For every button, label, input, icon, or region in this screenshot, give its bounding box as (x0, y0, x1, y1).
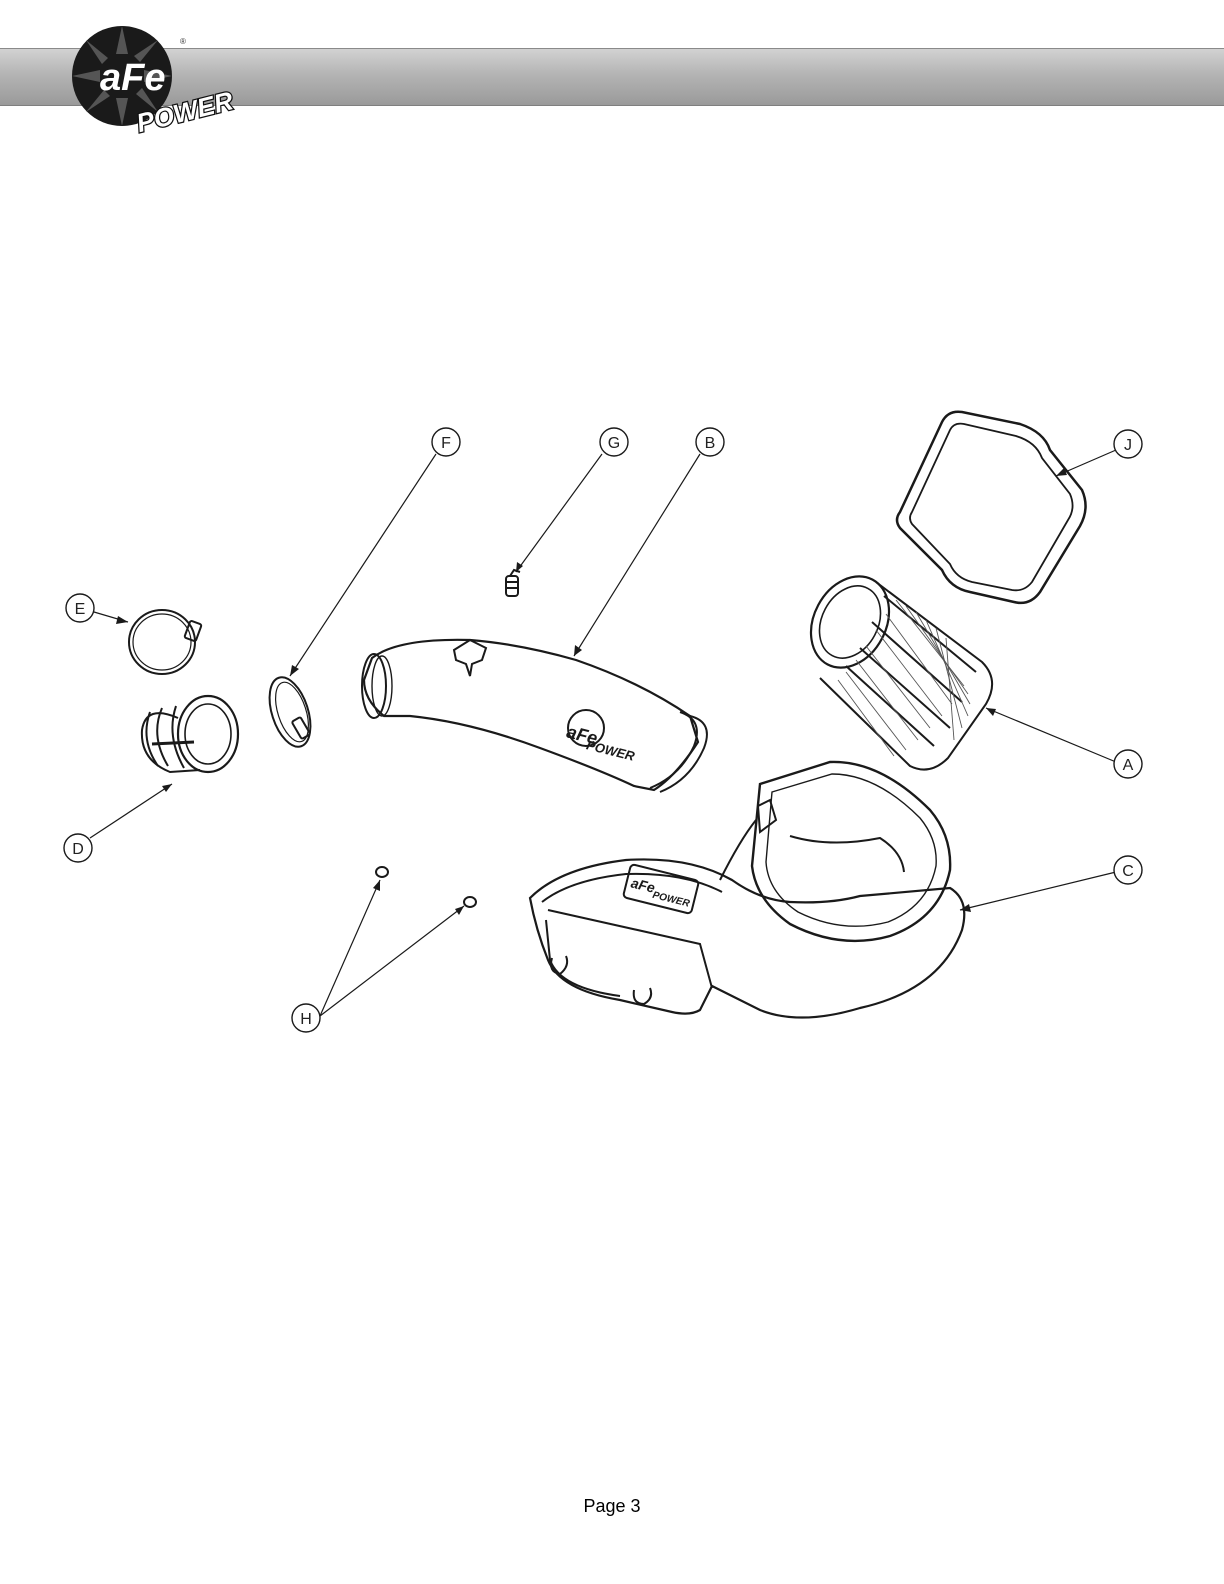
leader-lines (89, 449, 1117, 1017)
part-j-seal-frame (895, 410, 1087, 605)
svg-text:®: ® (180, 37, 186, 46)
svg-text:POWER: POWER (585, 737, 637, 764)
callout-h: H (291, 1003, 321, 1033)
callout-d: D (63, 833, 93, 863)
svg-text:B: B (705, 435, 716, 452)
callout-f: F (431, 427, 461, 457)
svg-text:D: D (72, 841, 84, 858)
callout-c: C (1113, 855, 1143, 885)
callout-j: J (1113, 429, 1143, 459)
svg-text:aFe: aFe (100, 57, 165, 99)
callout-a: A (1113, 749, 1143, 779)
afe-power-logo: aFe ® POWER (72, 26, 237, 134)
svg-text:E: E (75, 601, 86, 618)
svg-text:C: C (1122, 863, 1134, 880)
header-bar (0, 48, 1224, 106)
part-f-clamp (268, 676, 312, 748)
part-d-coupler (140, 694, 240, 774)
svg-text:F: F (441, 435, 451, 452)
svg-text:G: G (608, 435, 620, 452)
part-e-clamp (128, 609, 203, 675)
callout-e: E (65, 593, 95, 623)
callout-b: B (695, 427, 725, 457)
svg-text:J: J (1124, 437, 1132, 454)
callout-g: G (599, 427, 629, 457)
svg-text:aFe: aFe (629, 874, 656, 895)
page-number: Page 3 (583, 1496, 641, 1516)
part-h-plugs (375, 866, 477, 908)
part-a-air-filter (809, 575, 993, 771)
svg-text:H: H (300, 1011, 312, 1028)
leader-arrowheads (116, 468, 1067, 915)
svg-text:POWER: POWER (651, 890, 691, 910)
svg-text:A: A (1123, 757, 1134, 774)
part-g-fitting (505, 568, 521, 597)
part-c-air-box: aFe POWER (528, 760, 966, 1019)
part-b-intake-tube: aFe POWER (361, 638, 708, 793)
